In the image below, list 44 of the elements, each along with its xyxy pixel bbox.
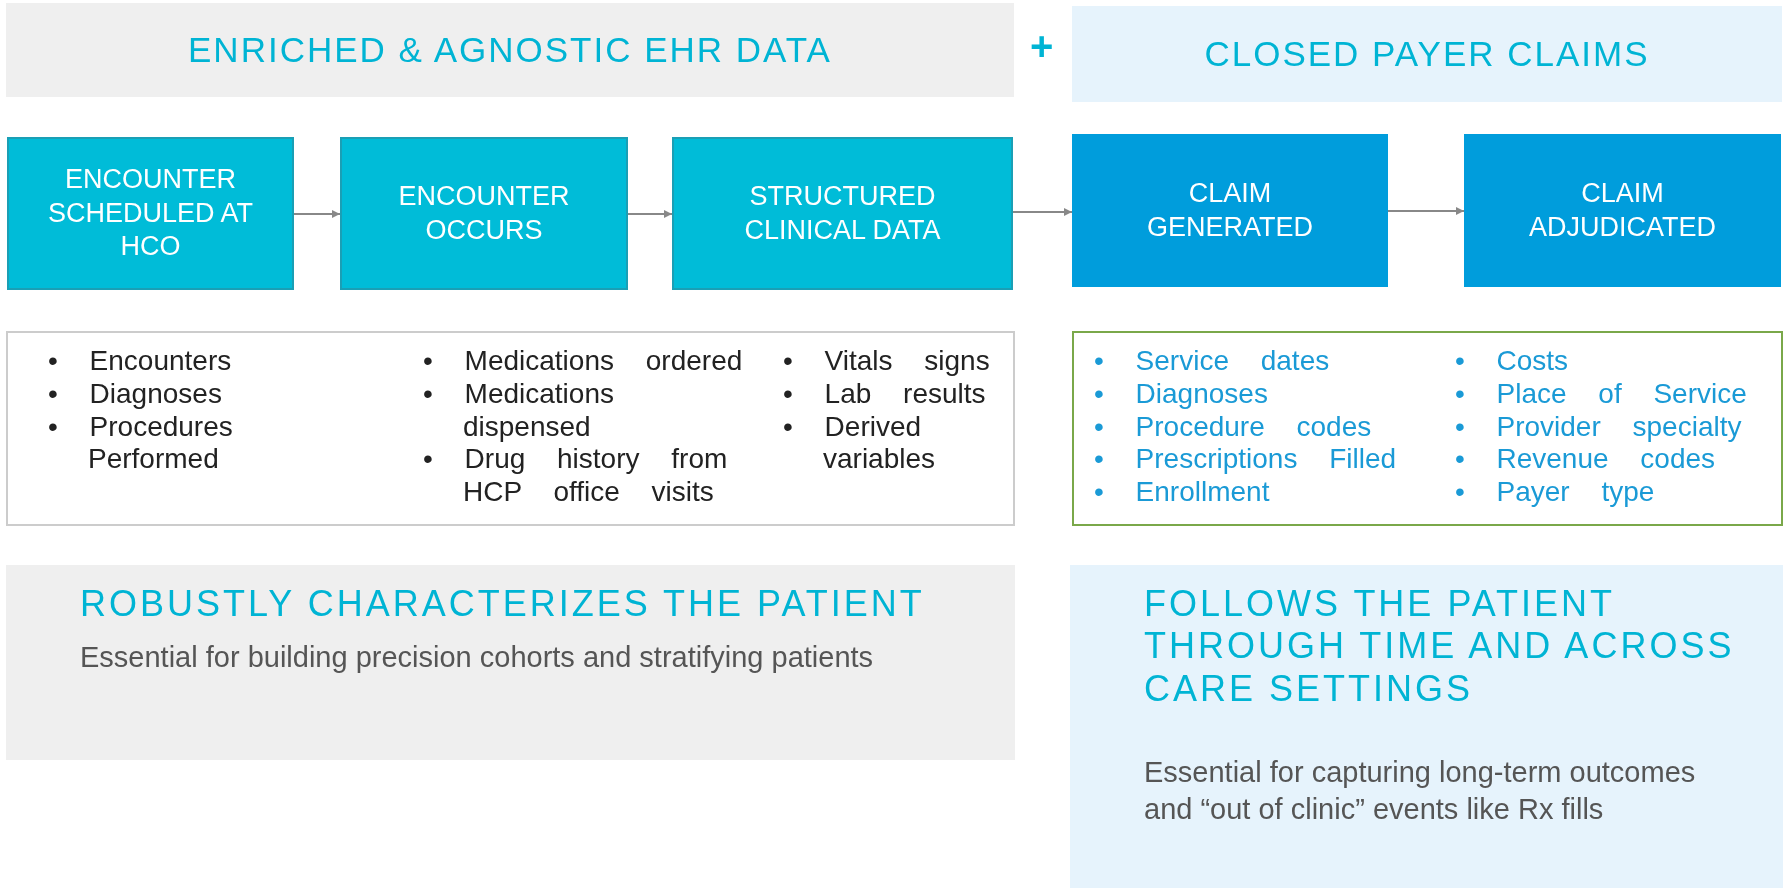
- process-box: [340, 137, 628, 290]
- arrow: [293, 210, 341, 218]
- panel-heading: FOLLOWS THE PATIENT THROUGH TIME AND ACROSS CARE SETTINGS: [1144, 583, 1736, 711]
- bullet-item: • Procedures Performed: [48, 410, 234, 476]
- box-label: ENCOUNTER OCCURS: [397, 179, 571, 247]
- bullet-item: • Payer type: [1454, 476, 1656, 509]
- bullet-item: • Place of Service: [1454, 377, 1748, 411]
- bullet-item: • Encounters: [48, 345, 233, 378]
- header-band: [1072, 6, 1782, 102]
- arrow: [627, 210, 673, 218]
- arrow: [1012, 208, 1073, 216]
- bullet-item: • Provider specialty: [1454, 410, 1743, 444]
- plus-sign: +: [1030, 24, 1054, 69]
- bullet-item: • Costs: [1454, 345, 1570, 378]
- bullet-item: • Revenue codes: [1454, 443, 1717, 476]
- box-label: CLAIM GENERATED: [1146, 176, 1314, 244]
- bullet-item: • Medications ordered: [423, 345, 743, 378]
- bullet-item: • Lab results: [783, 377, 987, 411]
- panel-text: Essential for building precision cohorts and stratifying patients: [80, 640, 875, 676]
- bullet-item: • Diagnoses: [48, 377, 223, 411]
- box-label: STRUCTURED CLINICAL DATA: [743, 179, 942, 247]
- bullet-item: • Medications dispensed: [423, 377, 615, 444]
- bullet-item: • Vitals signs: [783, 345, 991, 378]
- bullet-item: • Derived variables: [783, 410, 937, 476]
- arrow: [1387, 207, 1465, 215]
- info-panel: [1070, 565, 1783, 888]
- box-label: ENCOUNTER SCHEDULED AT HCO: [46, 162, 254, 264]
- header-text: CLOSED PAYER CLAIMS: [1204, 34, 1650, 74]
- bullet-item: • Enrollment: [1094, 476, 1271, 509]
- bullet-item: • Diagnoses: [1094, 377, 1269, 411]
- bullet-item: • Service dates: [1094, 345, 1331, 378]
- bullet-item: • Prescriptions Filled: [1094, 443, 1398, 476]
- process-box: [1464, 134, 1781, 287]
- bullet-item: • Procedure codes: [1094, 410, 1373, 444]
- list-box: [6, 331, 1015, 526]
- header-text: ENRICHED & AGNOSTIC EHR DATA: [188, 30, 832, 70]
- panel-heading: ROBUSTLY CHARACTERIZES THE PATIENT: [80, 583, 926, 626]
- process-box: [1072, 134, 1388, 287]
- bullet-item: • Drug history from HCP office visits: [423, 443, 729, 509]
- process-box: [7, 137, 294, 290]
- panel-text: Essential for capturing long-term outcomes and “out of clinic” events like Rx fills: [1144, 755, 1697, 827]
- box-label: CLAIM ADJUDICATED: [1528, 176, 1717, 244]
- process-box: [672, 137, 1013, 290]
- list-box: [1072, 331, 1783, 526]
